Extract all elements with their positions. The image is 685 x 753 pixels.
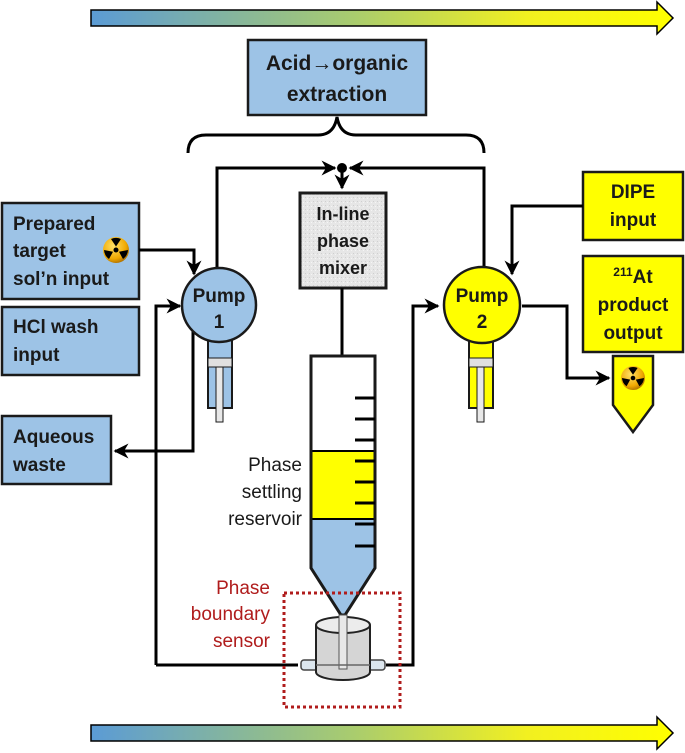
prepared-target-input-box: Prepared target sol’n input	[0, 201, 141, 301]
prepared-line2: target	[13, 241, 66, 262]
pump2-to-product-line	[522, 304, 611, 386]
product-line3: output	[603, 323, 663, 344]
pump-2: Pump 2	[442, 265, 522, 345]
top-progress-arrow	[90, 0, 675, 36]
bottom-progress-arrow	[90, 715, 675, 751]
dipe-to-pump2-line	[504, 204, 583, 276]
mixer-line2: phase	[317, 231, 369, 251]
isotope-mass: 211	[613, 265, 633, 279]
product-line1: 211At	[613, 265, 653, 288]
sensor-line2: boundary	[191, 604, 271, 625]
isotope-element: At	[633, 267, 654, 288]
inline-phase-mixer: In-line phase mixer	[298, 191, 388, 290]
sensor-to-pump2-line	[386, 298, 440, 667]
pump1-syringe	[207, 337, 233, 423]
hcl-line1: HCl wash	[13, 317, 99, 338]
process-label-box: Acid→organic extraction	[246, 38, 428, 117]
reservoir-line2: settling	[242, 482, 302, 503]
prepared-line1: Prepared	[13, 214, 95, 235]
pump2-syringe	[468, 337, 494, 423]
reservoir-line3: reservoir	[228, 509, 303, 530]
product-line2: product	[598, 295, 669, 316]
prepared-line3: sol’n input	[13, 269, 110, 290]
dipe-input-box: DIPE input	[581, 170, 685, 242]
mixer-line1: In-line	[317, 204, 370, 224]
pump-1: Pump 1	[180, 266, 258, 344]
phase-boundary-sensor	[282, 591, 402, 709]
dipe-line1: DIPE	[611, 182, 655, 203]
mixer-line3: mixer	[319, 258, 367, 278]
radiation-icon	[621, 366, 645, 390]
process-label-line1: Acid→organic	[266, 52, 409, 75]
pump2-line1: Pump	[456, 286, 509, 307]
reservoir-line1: Phase	[248, 455, 302, 476]
process-label-line2: extraction	[287, 83, 387, 106]
prepared-to-pump1-line	[139, 248, 202, 276]
aqueous-line1: Aqueous	[13, 427, 94, 448]
pump1-to-waste-line	[113, 330, 195, 459]
loop-to-pump1-line	[154, 298, 182, 665]
graduation-ticks	[355, 396, 375, 548]
product-vial	[611, 354, 655, 435]
pump1-line1: Pump	[193, 286, 246, 307]
hcl-wash-input-box: HCl wash input	[0, 305, 141, 377]
pump1-line2: 1	[214, 312, 225, 333]
aqueous-waste-box: Aqueous waste	[0, 414, 113, 486]
product-output-box: 211At product output	[581, 254, 685, 354]
phase-settling-reservoir	[309, 354, 377, 617]
aqueous-line2: waste	[12, 455, 66, 476]
sensor-line1: Phase	[216, 578, 270, 599]
brace	[186, 116, 486, 154]
hcl-line2: input	[13, 345, 60, 366]
dipe-line2: input	[610, 210, 657, 231]
top-loop-lines	[215, 160, 486, 283]
pump2-line2: 2	[477, 312, 488, 333]
radiation-icon	[103, 237, 129, 263]
sensor-line3: sensor	[213, 631, 271, 652]
